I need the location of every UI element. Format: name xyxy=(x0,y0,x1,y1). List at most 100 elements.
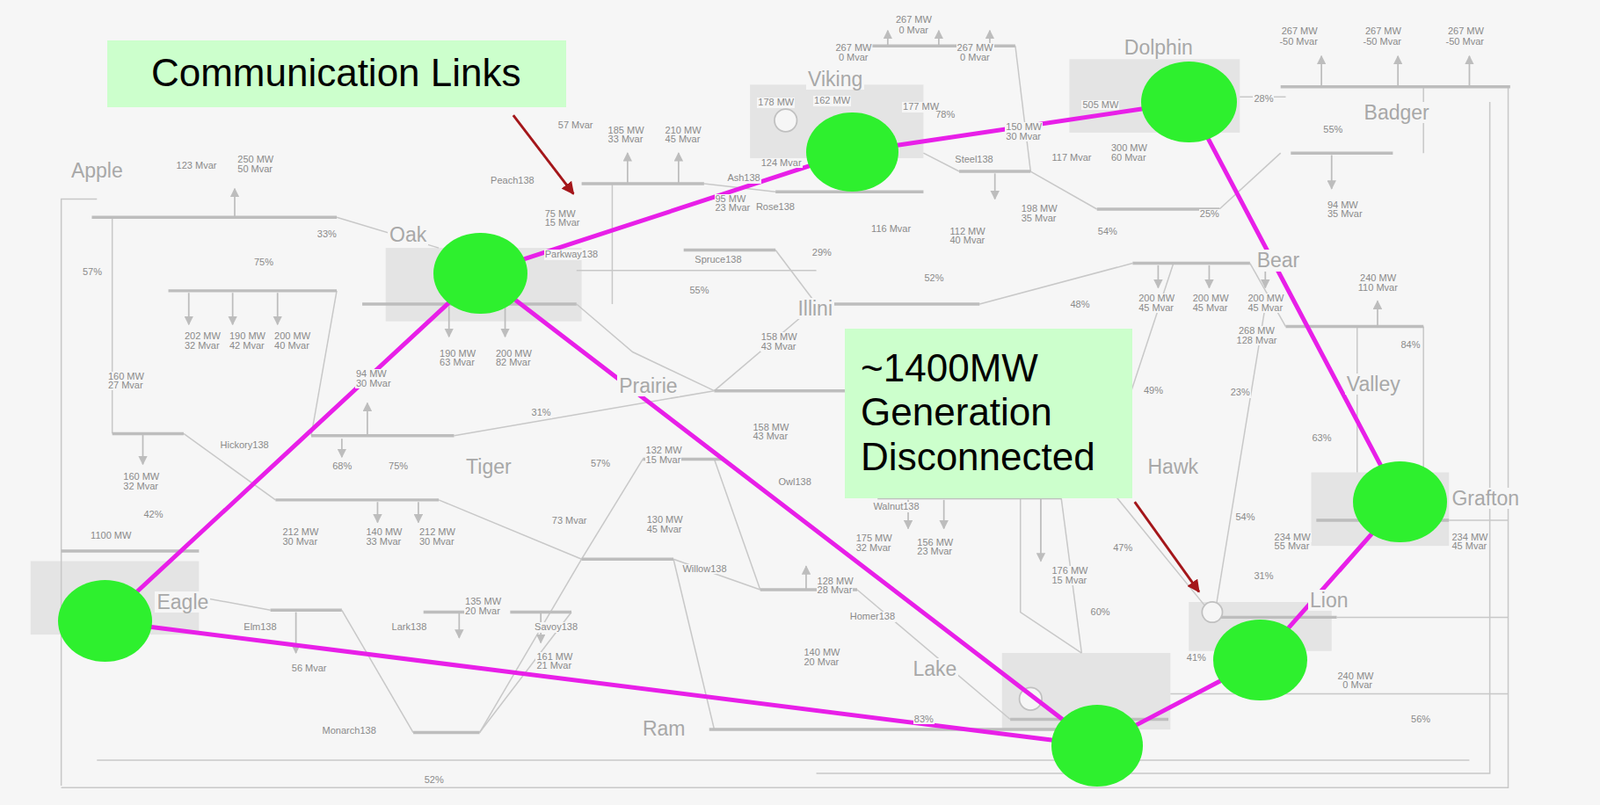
flow-value: 52% xyxy=(423,775,445,786)
flow-value: 267 MW xyxy=(1280,26,1319,37)
substation-name: Oak xyxy=(387,224,429,246)
flow-value: 505 MW xyxy=(1081,100,1120,111)
flow-value: 45 Mvar xyxy=(664,134,702,146)
flow-value: 35 Mvar xyxy=(1326,209,1364,220)
callout-box: ~1400MW Generation Disconnected xyxy=(844,328,1133,499)
flow-value: Steel138 xyxy=(953,154,994,166)
flow-value: 117 Mvar xyxy=(1051,152,1093,164)
flow-value: 15 Mvar xyxy=(1051,575,1089,587)
bus-name: Valley xyxy=(1345,373,1403,395)
transmission-lines xyxy=(61,45,1509,788)
bus-name: Prairie xyxy=(617,375,679,397)
flow-value: 45 Mvar xyxy=(1192,303,1230,314)
substation-name: Lake xyxy=(911,658,960,680)
flow-value: 30 Mvar xyxy=(355,378,393,390)
flow-value: Owl138 xyxy=(778,477,813,488)
bus-name: Ram xyxy=(640,718,688,740)
flow-value: 45 Mvar xyxy=(646,524,684,536)
flow-value: 41% xyxy=(1185,653,1208,664)
flow-value: 56 Mvar xyxy=(290,663,328,675)
communication-link xyxy=(897,109,1142,146)
flow-value: 35 Mvar xyxy=(1020,213,1058,225)
flow-value: 32 Mvar xyxy=(122,481,160,493)
communication-link xyxy=(137,303,449,592)
flow-value: 48% xyxy=(1069,299,1091,311)
flow-value: 30 Mvar xyxy=(418,537,456,548)
flow-value: 116 Mvar xyxy=(870,224,912,235)
flow-value: 267 MW xyxy=(1364,26,1403,37)
flow-value: 42 Mvar xyxy=(228,341,266,352)
callout-text: Communication Links xyxy=(151,50,523,96)
flow-value: 15 Mvar xyxy=(645,455,683,466)
flow-value: 1100 MW xyxy=(89,530,132,542)
flow-value: Walnut138 xyxy=(872,501,920,513)
flow-value: 267 MW xyxy=(956,43,995,54)
communication-link xyxy=(151,627,1052,742)
bus-name: Apple xyxy=(69,160,125,182)
flow-value: 42% xyxy=(143,509,165,521)
flow-value: 30 Mvar xyxy=(281,537,319,548)
substation-marker: Grafton xyxy=(1352,461,1448,544)
flow-value: 0 Mvar xyxy=(837,52,870,64)
flow-value: -50 Mvar xyxy=(1278,36,1318,48)
substation-marker: Lake xyxy=(1051,705,1144,787)
flow-value: 21 Mvar xyxy=(535,661,573,672)
flow-value: 267 MW xyxy=(835,43,873,54)
flow-value: 56% xyxy=(1410,714,1432,726)
substation-name: Lion xyxy=(1308,589,1350,611)
flow-value: 300 MW xyxy=(1110,143,1149,154)
flow-value: 128 Mvar xyxy=(1236,335,1279,347)
flow-value: 27 Mvar xyxy=(107,380,145,392)
flow-value: 31% xyxy=(1252,571,1274,582)
flow-value: 73 Mvar xyxy=(551,516,589,527)
bus-name: Bear xyxy=(1255,249,1302,271)
bus-name: Illini xyxy=(795,298,835,320)
flow-value: 55 Mvar xyxy=(1273,541,1311,553)
substation-marker: Lion xyxy=(1213,619,1308,702)
bus-name: Badger xyxy=(1362,101,1432,124)
generator-symbols xyxy=(774,109,1223,711)
flow-value: 49% xyxy=(1142,385,1164,397)
flow-value: 43 Mvar xyxy=(751,431,789,443)
bus-name: Tiger xyxy=(464,456,514,478)
flow-value: 32 Mvar xyxy=(183,341,221,352)
flow-value: 68% xyxy=(331,461,353,473)
flow-value: Hickory138 xyxy=(219,440,270,451)
flow-value: Parkway138 xyxy=(544,249,600,261)
flow-value: 45 Mvar xyxy=(1137,303,1175,314)
flow-value: Rose138 xyxy=(755,202,796,213)
flow-value: 75% xyxy=(253,257,275,269)
flow-value: -50 Mvar xyxy=(1445,36,1485,48)
load-arrows xyxy=(143,30,1470,654)
flow-value: 28% xyxy=(1252,94,1274,105)
substation-shade xyxy=(30,58,1449,730)
flow-value: 30 Mvar xyxy=(1004,131,1042,143)
flow-value: 110 Mvar xyxy=(1357,283,1399,294)
communication-link xyxy=(524,166,810,260)
flow-value: 0 Mvar xyxy=(897,25,930,37)
flow-value: Peach138 xyxy=(489,175,536,187)
flow-value: 123 Mvar xyxy=(175,160,219,172)
flow-value: 43 Mvar xyxy=(760,341,798,353)
flow-value: Homer138 xyxy=(849,611,896,623)
flow-value: 267 MW xyxy=(1447,26,1485,37)
flow-value: 63 Mvar xyxy=(438,357,476,369)
flow-value: 15 Mvar xyxy=(544,218,582,229)
callout-arrow xyxy=(1134,501,1200,592)
flow-value: 33% xyxy=(316,229,338,240)
flow-value: Ash138 xyxy=(726,173,761,184)
substation-marker: Viking xyxy=(806,112,899,193)
flow-value: 47% xyxy=(1112,543,1134,554)
flow-value: 20 Mvar xyxy=(464,606,502,618)
flow-value: 40 Mvar xyxy=(273,341,311,352)
flow-value: 25% xyxy=(1199,209,1221,220)
substation-marker: Dolphin xyxy=(1141,61,1237,144)
bus-name: Hawk xyxy=(1146,456,1201,478)
flow-value: 45 Mvar xyxy=(1451,541,1489,553)
flow-value: 162 MW xyxy=(813,95,851,107)
callout-text: ~1400MW Generation Disconnected xyxy=(860,346,1116,480)
flow-value: 0 Mvar xyxy=(959,52,991,64)
flow-value: 55% xyxy=(689,285,711,297)
flow-value: 83% xyxy=(913,714,935,726)
